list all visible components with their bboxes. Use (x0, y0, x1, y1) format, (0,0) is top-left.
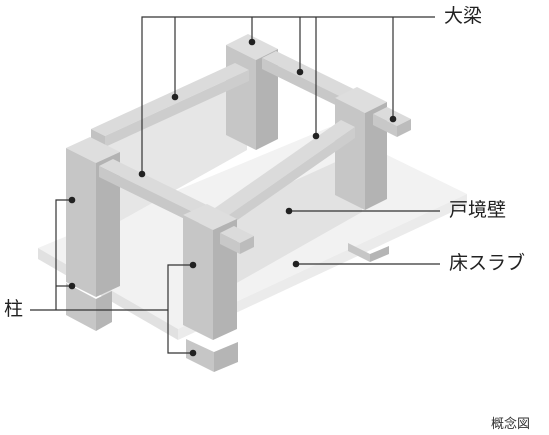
party-walls (95, 74, 362, 297)
girder-back-left (91, 63, 249, 147)
column-stubs-below-slab (66, 243, 389, 372)
beam-label: 大梁 (444, 5, 483, 27)
wall-leader (285, 207, 440, 215)
column-front (183, 204, 237, 340)
slab-leader (292, 260, 440, 268)
party-wall-label: 戸境壁 (449, 199, 507, 221)
beam-leader-lines (141, 16, 435, 174)
column-right (335, 87, 387, 210)
column-leader-lines (30, 199, 193, 354)
beam-leader-dots (138, 38, 397, 178)
column-left (66, 137, 120, 297)
column-leader-dots (68, 196, 197, 357)
column-back (226, 34, 278, 150)
beam-stub-front (220, 226, 254, 254)
girder-front-left (99, 159, 213, 226)
floor-slab-label: 床スラブ (449, 252, 526, 274)
column-label: 柱 (4, 298, 24, 320)
concept-diagram-caption: 概念図 (491, 417, 531, 432)
